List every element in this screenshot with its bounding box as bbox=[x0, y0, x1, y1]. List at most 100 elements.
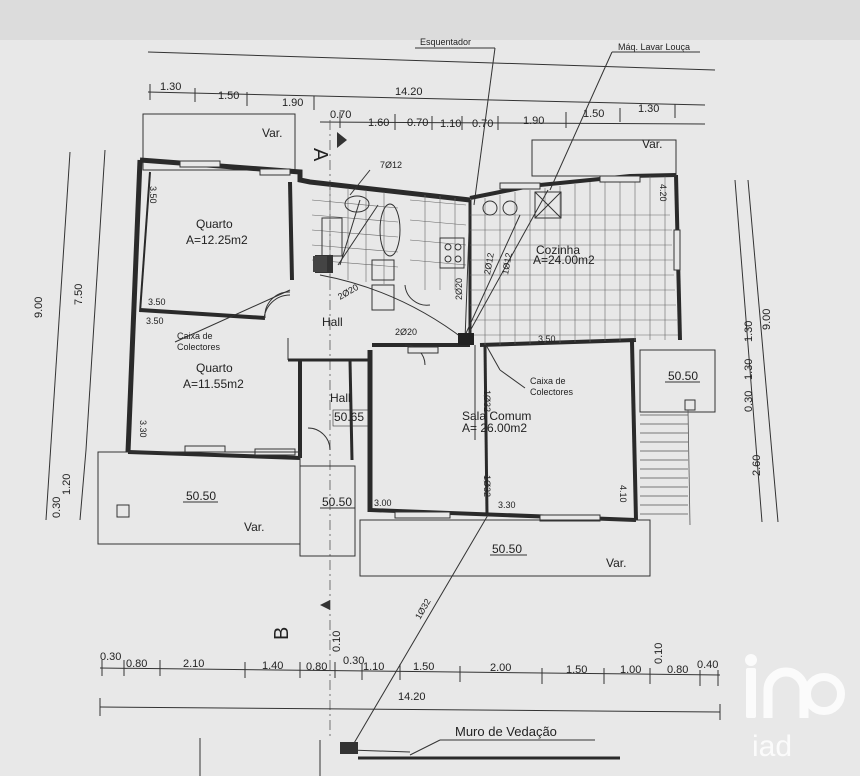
level-bl: 50.50 bbox=[186, 489, 216, 503]
top-dim-6: 0.70 bbox=[407, 117, 428, 129]
left-dim-c: 1.20 bbox=[61, 474, 73, 495]
caixa-left-2: Colectores bbox=[177, 342, 221, 352]
pipe-label-2: 2Ø20 bbox=[395, 327, 417, 337]
meter-box bbox=[340, 742, 358, 754]
right-dim-b2: 1.30 bbox=[743, 359, 755, 380]
bottom-dim-8: 1.10 bbox=[363, 661, 384, 673]
var-label-tr: Var. bbox=[642, 137, 662, 151]
bottom-dim-5: 0.80 bbox=[306, 661, 327, 673]
q1-bottom-dim: 3.50 bbox=[148, 297, 166, 307]
top-dim-11: 1.30 bbox=[638, 103, 659, 115]
right-dimensions: 9.00 1.30 1.30 0.30 2.60 bbox=[734, 179, 779, 523]
balcony-bottom-right bbox=[359, 519, 651, 577]
pipe-top-label: 7Ø12 bbox=[380, 160, 402, 170]
var-label-bl: Var. bbox=[244, 520, 264, 534]
right-dim-c: 0.30 bbox=[743, 391, 755, 412]
bottom-dim-12: 1.00 bbox=[620, 664, 641, 676]
q2-top-dim: 3.50 bbox=[146, 316, 164, 326]
sala-left-dim: 3.00 bbox=[374, 498, 392, 508]
quarto2-name: Quarto bbox=[196, 361, 233, 375]
interior-walls bbox=[139, 171, 637, 516]
section-b-marker: B bbox=[271, 627, 293, 640]
cozinha-name: Cozinha bbox=[536, 243, 580, 257]
caixa-right-2: Colectores bbox=[530, 387, 574, 397]
left-dim-a: 9.00 bbox=[33, 297, 45, 318]
windows bbox=[179, 160, 681, 522]
bottom-dim-14: 0.80 bbox=[667, 664, 688, 676]
caixa-right-1: Caixa de bbox=[530, 376, 566, 386]
top-dim-3: 1.90 bbox=[282, 97, 303, 109]
terrace-right bbox=[639, 349, 716, 413]
top-dim-9: 1.90 bbox=[523, 115, 544, 127]
maq-lavar-label: Máq. Lavar Louça bbox=[618, 42, 690, 52]
left-dim-d: 0.30 bbox=[51, 497, 63, 518]
left-dim-b: 7.50 bbox=[73, 284, 85, 305]
bottom-dim-9: 1.50 bbox=[413, 661, 434, 673]
top-overall-dim: 14.20 bbox=[395, 86, 423, 98]
iad-watermark-logo: iad bbox=[745, 654, 845, 763]
collector-box-right bbox=[458, 333, 474, 345]
pipe-label-5: 2Ø20 bbox=[454, 278, 464, 300]
q2-side-dim: 3.30 bbox=[138, 420, 148, 438]
kitchen-tile-grid bbox=[470, 176, 678, 345]
left-dimensions: 9.00 7.50 1.20 0.30 bbox=[33, 149, 106, 521]
right-dim-b: 1.30 bbox=[743, 321, 755, 342]
hall2-label: Hall bbox=[330, 391, 351, 405]
pipe-label-4: 1Ø12 bbox=[500, 252, 514, 275]
coz-side-dim: 4.20 bbox=[658, 184, 668, 202]
top-dim-4: 0.70 bbox=[330, 109, 351, 121]
pipes bbox=[319, 189, 549, 753]
balcony-top-right bbox=[531, 139, 677, 177]
iad-watermark-text: iad bbox=[752, 730, 792, 763]
var-label-top-left: Var. bbox=[262, 126, 282, 140]
sala-right-dim: 4.10 bbox=[618, 485, 628, 503]
bottom-dim-3: 2.10 bbox=[183, 658, 204, 670]
right-dim-d: 2.60 bbox=[751, 455, 763, 476]
hall1-label: Hall bbox=[322, 315, 343, 329]
quarto2-area: A=11.55m2 bbox=[183, 377, 244, 391]
esquentador-label: Esquentador bbox=[420, 37, 471, 47]
quarto1-name: Quarto bbox=[196, 217, 233, 231]
top-dimensions: 14.20 1.30 1.50 1.90 0.70 1.60 0.70 1.10… bbox=[147, 51, 716, 130]
balcony-top-left bbox=[142, 113, 296, 171]
top-dim-10: 1.50 bbox=[583, 108, 604, 120]
bottom-dim-13: 0.10 bbox=[653, 643, 665, 664]
right-dim-a: 9.00 bbox=[761, 309, 773, 330]
bottom-dim-2: 0.80 bbox=[126, 658, 147, 670]
pipe-label-6: 1Ø32 bbox=[482, 390, 492, 412]
cozinha-area: A=24.00m2 bbox=[533, 253, 595, 267]
level-right: 50.50 bbox=[668, 369, 698, 383]
level-br: 50.50 bbox=[492, 542, 522, 556]
top-dim-5: 1.60 bbox=[368, 117, 389, 129]
top-dim-7: 1.10 bbox=[440, 118, 461, 130]
collector-box-left bbox=[313, 256, 327, 272]
top-dim-2: 1.50 bbox=[218, 90, 239, 102]
bottom-dim-6: 0.10 bbox=[331, 631, 343, 652]
sala-name: Sala Comum bbox=[462, 409, 531, 423]
top-dim-8: 0.70 bbox=[472, 118, 493, 130]
entrance-step bbox=[299, 465, 356, 557]
bottom-dim-15: 0.40 bbox=[697, 659, 718, 671]
pipe-label-7: 1Ø32 bbox=[482, 475, 492, 497]
caixa-left-1: Caixa de bbox=[177, 331, 213, 341]
bottom-dim-7: 0.30 bbox=[343, 655, 364, 667]
bottom-dim-1: 0.30 bbox=[100, 651, 121, 663]
level-entrance: 50.50 bbox=[322, 495, 352, 509]
sala-mid-dim: 3.30 bbox=[498, 500, 516, 510]
stairs bbox=[640, 409, 691, 526]
section-a-marker: A bbox=[309, 148, 331, 162]
bottom-dim-11: 1.50 bbox=[566, 664, 587, 676]
bottom-dim-10: 2.00 bbox=[490, 662, 511, 674]
coz-bottom-dim: 3.50 bbox=[538, 334, 556, 344]
muro-label: Muro de Vedação bbox=[455, 724, 557, 739]
quarto1-area: A=12.25m2 bbox=[186, 233, 248, 247]
top-dim-1: 1.30 bbox=[160, 81, 181, 93]
bottom-dim-4: 1.40 bbox=[262, 660, 283, 672]
var-label-br: Var. bbox=[606, 556, 626, 570]
pipe-label-3: 2Ø12 bbox=[482, 252, 496, 275]
level-hall: 50.65 bbox=[334, 410, 364, 424]
q1-top-dim: 3.50 bbox=[148, 186, 158, 204]
bottom-dimensions: 0.30 0.80 2.10 1.40 0.80 0.10 0.30 1.10 … bbox=[99, 631, 721, 720]
bottom-overall-dim: 14.20 bbox=[398, 691, 426, 703]
